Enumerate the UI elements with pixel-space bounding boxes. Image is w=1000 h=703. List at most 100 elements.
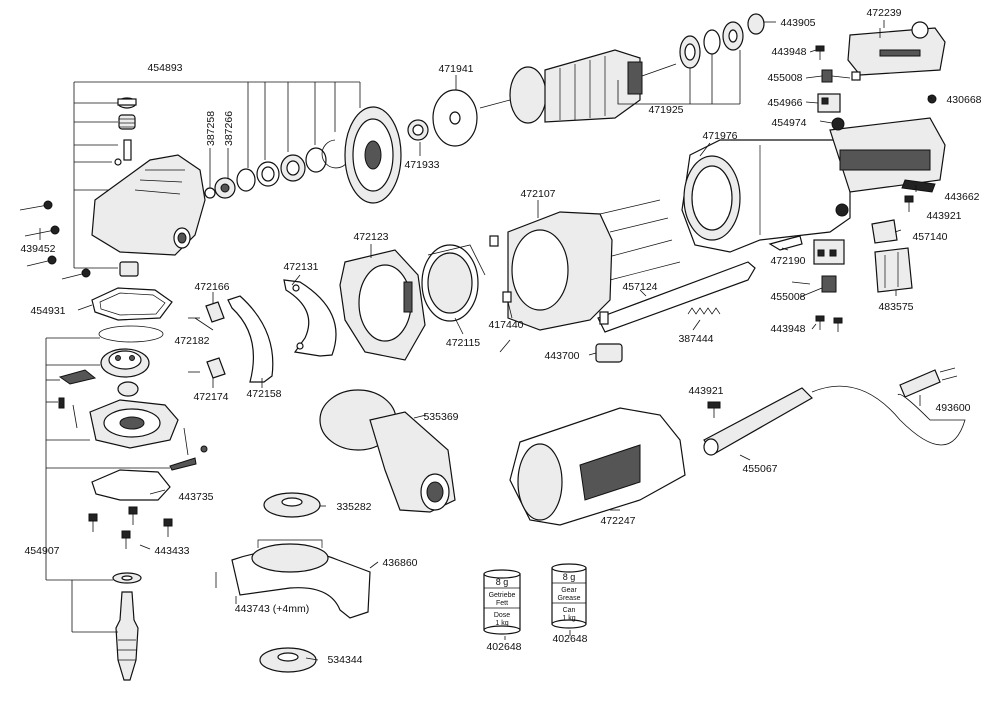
can-left-line4: 1 kg xyxy=(495,620,508,627)
label-443743: 443743 (+4mm) xyxy=(235,603,309,615)
gasket-454931 xyxy=(91,287,173,321)
filter-483575 xyxy=(874,247,913,293)
brush-holder-454966 xyxy=(817,93,841,113)
label-417440: 417440 xyxy=(488,319,523,331)
can-right-line4: 1 kg xyxy=(562,615,575,622)
label-443921-top: 443921 xyxy=(926,210,961,222)
label-471976: 471976 xyxy=(702,130,737,142)
label-534344: 534344 xyxy=(327,654,362,666)
gasket-443735 xyxy=(91,469,171,501)
guard-clamp-group xyxy=(188,244,486,383)
can-left-weight: 8 g xyxy=(496,577,509,587)
label-457124: 457124 xyxy=(622,281,657,293)
spindle-group xyxy=(45,287,208,681)
bearing-443905 xyxy=(747,13,765,35)
label-455008-top: 455008 xyxy=(767,72,802,84)
label-472182: 472182 xyxy=(174,335,209,347)
label-472123: 472123 xyxy=(353,231,388,243)
power-cable-493600 xyxy=(811,385,966,446)
grease-can-right: 8 g Gear Grease Can 1 kg xyxy=(551,563,587,629)
carbon-brush-bottom xyxy=(821,275,837,293)
label-455008-bottom: 455008 xyxy=(770,291,805,303)
can-left-line3: Dose xyxy=(494,612,510,619)
clip-472174 xyxy=(206,357,226,379)
label-471925: 471925 xyxy=(648,104,683,116)
plug xyxy=(899,369,941,398)
connector-457140 xyxy=(871,219,898,244)
label-439452: 439452 xyxy=(20,243,55,255)
label-535369: 535369 xyxy=(423,411,458,423)
label-443905: 443905 xyxy=(780,17,815,29)
can-right-weight: 8 g xyxy=(563,572,576,582)
label-472158: 472158 xyxy=(246,388,281,400)
carbon-brush-top xyxy=(821,69,833,83)
spring-472190 xyxy=(768,235,803,251)
label-402648-left: 402648 xyxy=(486,641,521,653)
screws-443433 xyxy=(88,506,173,549)
spring-part xyxy=(118,114,136,130)
label-402648-right: 402648 xyxy=(552,633,587,645)
part-labels: 454893 387258 387266 439452 454931 45490… xyxy=(20,7,981,666)
label-472174: 472174 xyxy=(193,391,228,403)
label-443921-bottom: 443921 xyxy=(688,385,723,397)
label-454966: 454966 xyxy=(767,97,802,109)
label-493600: 493600 xyxy=(935,402,970,414)
armature-core xyxy=(544,49,641,123)
sleeve-417440 xyxy=(502,291,512,303)
pin-part xyxy=(123,139,132,161)
spring-clip-443662 xyxy=(901,179,936,193)
armature-fan xyxy=(509,66,547,124)
bushing-part xyxy=(119,261,139,277)
screw-443948-top xyxy=(815,45,825,60)
slider-443700 xyxy=(595,343,623,363)
sleeve-455067 xyxy=(703,387,813,455)
label-443433: 443433 xyxy=(154,545,189,557)
stator-housing-group xyxy=(489,117,946,331)
label-483575: 483575 xyxy=(878,301,913,313)
spindle xyxy=(115,591,139,681)
can-left-line1: Getriebe xyxy=(489,592,516,599)
label-472166: 472166 xyxy=(194,281,229,293)
can-left-line2: Fett xyxy=(496,600,508,607)
label-472131: 472131 xyxy=(283,261,318,273)
label-472107: 472107 xyxy=(520,188,555,200)
label-443735: 443735 xyxy=(178,491,213,503)
label-472115: 472115 xyxy=(446,337,480,349)
label-454907: 454907 xyxy=(24,545,59,557)
gear-head-group xyxy=(19,81,402,280)
label-443662: 443662 xyxy=(944,191,979,203)
screws-439452 xyxy=(19,200,91,280)
can-right-line3: Can xyxy=(563,607,576,614)
clip-472166 xyxy=(205,301,225,323)
label-443948-bottom: 443948 xyxy=(770,323,805,335)
label-387258: 387258 xyxy=(205,111,217,146)
label-436860: 436860 xyxy=(382,557,417,569)
label-472190: 472190 xyxy=(770,255,805,267)
clamp-band-472158 xyxy=(227,295,274,383)
can-right-line1: Gear xyxy=(561,587,577,594)
switch-bar-457124 xyxy=(597,261,756,333)
clamp-band-472131 xyxy=(283,279,337,357)
leader-lines xyxy=(39,20,933,661)
can-right-line2: Grease xyxy=(558,595,581,602)
label-457140: 457140 xyxy=(912,231,947,243)
label-443700: 443700 xyxy=(544,350,579,362)
label-387444: 387444 xyxy=(678,333,713,345)
label-454931: 454931 xyxy=(30,305,65,317)
grease-can-left: 8 g Getriebe Fett Dose 1 kg xyxy=(483,569,521,635)
label-454893: 454893 xyxy=(147,62,182,74)
handle-group xyxy=(215,367,966,673)
label-471933: 471933 xyxy=(404,159,439,171)
label-387266: 387266 xyxy=(223,111,235,146)
label-455067: 455067 xyxy=(742,463,777,475)
armature-group xyxy=(407,13,776,147)
label-471941: 471941 xyxy=(438,63,473,75)
spring-387444 xyxy=(687,307,721,315)
electrical-group xyxy=(768,21,946,332)
label-472239: 472239 xyxy=(866,7,901,19)
label-430668: 430668 xyxy=(946,94,981,106)
label-335282: 335282 xyxy=(336,501,371,513)
switch-bar-group xyxy=(595,261,756,363)
